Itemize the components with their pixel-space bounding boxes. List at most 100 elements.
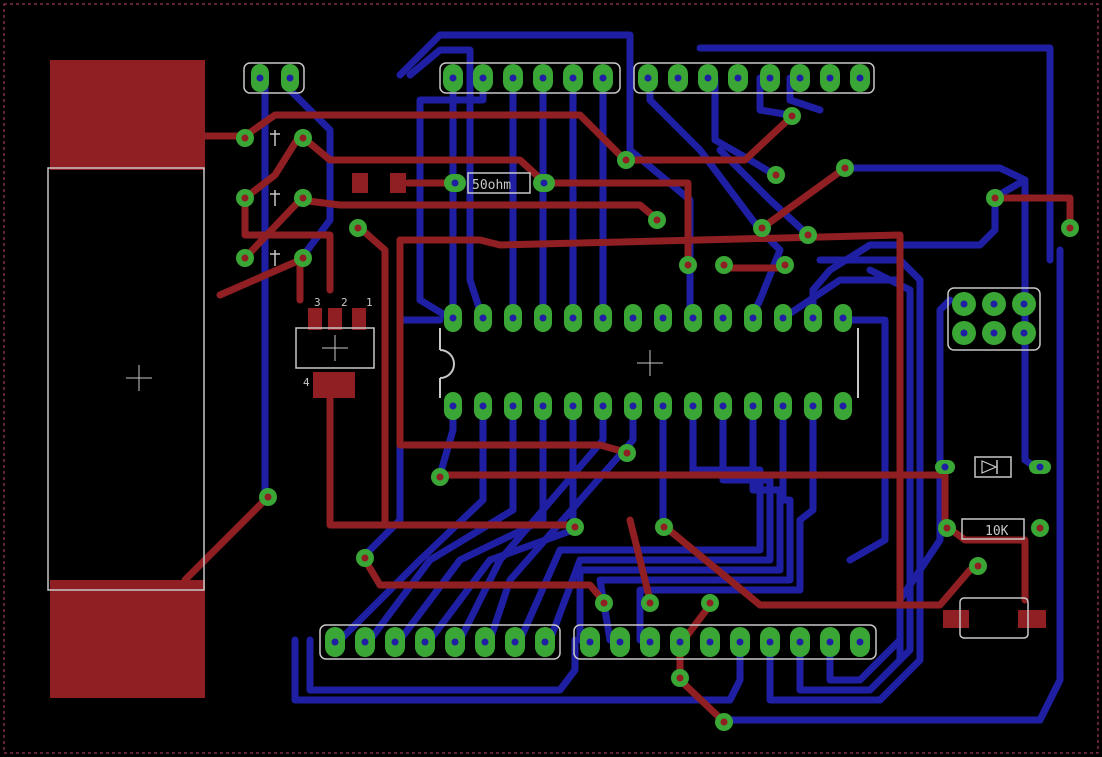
header-bottom-right-pad-hole: [736, 638, 744, 646]
resistor-10k-label: 10K: [985, 524, 1009, 539]
ic-pin-top-hole: [569, 314, 577, 322]
via-hole: [758, 224, 766, 232]
header-2pin-pad-hole: [256, 74, 264, 82]
battery-pad-bottom: [50, 580, 205, 698]
resistor-50-pad-hole: [451, 179, 459, 187]
via-hole: [436, 473, 444, 481]
via-hole: [841, 164, 849, 172]
regulator-center-mark: [322, 335, 348, 361]
regulator-pad-3: [308, 308, 322, 330]
via-hole: [991, 194, 999, 202]
header-bottom-right-pad-hole: [796, 638, 804, 646]
via-hole: [772, 171, 780, 179]
capacitor-pad-hole: [241, 194, 249, 202]
battery-pad-top: [50, 60, 205, 170]
capacitor-pad-hole: [299, 194, 307, 202]
via-hole: [653, 216, 661, 224]
via-hole: [684, 261, 692, 269]
header-bottom-left-pad-hole: [361, 638, 369, 646]
diode-pad-hole: [1036, 463, 1044, 471]
header-top-left-pad-hole: [539, 74, 547, 82]
header-bottom-left-pad-hole: [511, 638, 519, 646]
header-2x3-pad-hole: [960, 329, 968, 337]
ic-pin-bottom-hole: [509, 402, 517, 410]
ic-pin-top-hole: [719, 314, 727, 322]
ic-pin-bottom-hole: [449, 402, 457, 410]
via-hole: [354, 224, 362, 232]
header-bottom-left-pad-hole: [451, 638, 459, 646]
ic-pin-bottom-hole: [539, 402, 547, 410]
header-bottom-right-pad-hole: [706, 638, 714, 646]
header-bottom-right-pad-hole: [616, 638, 624, 646]
smd-pad-right: [390, 173, 406, 193]
via-hole: [720, 718, 728, 726]
header-bottom-left-pad-hole: [391, 638, 399, 646]
ic-pin-top-hole: [659, 314, 667, 322]
capacitor-marks: [270, 130, 280, 266]
resistor-50-outline: [467, 172, 531, 194]
via-hole: [264, 493, 272, 501]
via-hole: [781, 261, 789, 269]
header-top-right-pad-hole: [856, 74, 864, 82]
header-2x3-pad-hole: [960, 300, 968, 308]
pads-layer: [236, 64, 1079, 731]
header-bottom-right-pad-hole: [586, 638, 594, 646]
header-top-left-pad-hole: [509, 74, 517, 82]
header-2x3-pad-hole: [990, 329, 998, 337]
via-hole: [646, 599, 654, 607]
ic-pin-top-hole: [539, 314, 547, 322]
header-top-right-pad-hole: [826, 74, 834, 82]
ic-pin-bottom-hole: [749, 402, 757, 410]
ic-pin-bottom-hole: [599, 402, 607, 410]
ic-pin-top-hole: [629, 314, 637, 322]
resistor-10k-pad-hole: [943, 524, 951, 532]
header-bottom-left-pad-hole: [331, 638, 339, 646]
header-top-right-outline: [633, 62, 875, 94]
ic-pin-top-hole: [599, 314, 607, 322]
via-hole: [720, 261, 728, 269]
header-bottom-right-pad-hole: [826, 638, 834, 646]
header-bottom-left-pad-hole: [541, 638, 549, 646]
smd-pad-left: [352, 173, 368, 193]
header-2x3-pad-hole: [990, 300, 998, 308]
via-hole: [361, 554, 369, 562]
resistor-10k-outline: [961, 518, 1025, 540]
header-top-right-pad-hole: [766, 74, 774, 82]
ic-pin-top-hole: [509, 314, 517, 322]
resistor-50-label: 50ohm: [472, 178, 511, 193]
ic-pin-bottom-hole: [779, 402, 787, 410]
header-bottom-left-pad-hole: [421, 638, 429, 646]
ic-pin-bottom-hole: [719, 402, 727, 410]
capacitor-pad-hole: [299, 254, 307, 262]
ic-pin-top-hole: [449, 314, 457, 322]
header-2pin-outline: [243, 62, 305, 94]
via-hole: [804, 231, 812, 239]
ic-pin-top-hole: [779, 314, 787, 322]
regulator-pin3-label: 3: [314, 296, 321, 309]
via-hole: [788, 112, 796, 120]
header-top-right-pad-hole: [674, 74, 682, 82]
smd-diode-pad-right: [1018, 610, 1046, 628]
resistor-10k-pad-hole: [1036, 524, 1044, 532]
via-hole: [706, 599, 714, 607]
header-bottom-right-pad-hole: [676, 638, 684, 646]
ic-pin-top-hole: [749, 314, 757, 322]
header-top-left-pad-hole: [449, 74, 457, 82]
battery-outline: [47, 167, 205, 591]
regulator-tab-pad: [313, 372, 355, 398]
header-top-right-pad-hole: [796, 74, 804, 82]
header-top-right-pad-hole: [644, 74, 652, 82]
smd-diode-outline: [959, 597, 1029, 639]
regulator-pin2-label: 2: [341, 296, 348, 309]
battery-center-mark: [126, 365, 152, 391]
ic-center-mark: [637, 350, 663, 376]
regulator-pin1-label: 1: [366, 296, 373, 309]
diode-outline: [974, 456, 1012, 478]
via-hole: [623, 449, 631, 457]
header-top-right-pad-hole: [704, 74, 712, 82]
via-hole: [1066, 224, 1074, 232]
header-top-right-pad-hole: [734, 74, 742, 82]
header-2x3-pad-hole: [1020, 300, 1028, 308]
capacitor-pad-hole: [241, 254, 249, 262]
